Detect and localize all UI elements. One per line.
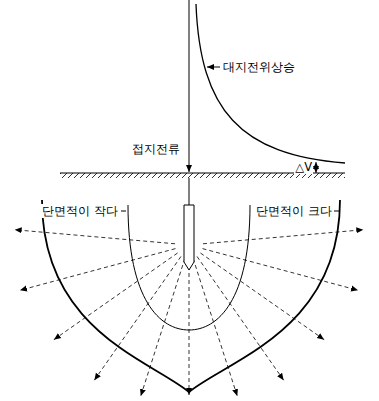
small-section-label: 단면적이 작다 bbox=[41, 204, 119, 218]
large-section-curve bbox=[42, 200, 340, 392]
current-ray bbox=[20, 249, 176, 291]
small-section-curve bbox=[128, 205, 250, 330]
potential-rise-label: 대지전위상승 bbox=[222, 60, 296, 74]
leader-line bbox=[207, 67, 220, 68]
dimension-arrow bbox=[316, 167, 317, 173]
current-arrow bbox=[189, 0, 190, 172]
current-ray bbox=[54, 253, 178, 340]
ground-electrode bbox=[184, 205, 194, 270]
current-ray bbox=[203, 230, 363, 244]
current-ray bbox=[94, 256, 181, 380]
leader-line bbox=[334, 211, 339, 212]
current-ray bbox=[15, 230, 175, 244]
delta-v-label: △V bbox=[294, 160, 313, 174]
large-section-label: 단면적이 크다 bbox=[255, 204, 333, 218]
current-ray bbox=[200, 253, 324, 340]
current-ray bbox=[203, 249, 359, 291]
current-ray bbox=[189, 259, 190, 395]
potential-curve bbox=[196, 4, 345, 163]
current-ray bbox=[197, 256, 284, 380]
lead-wire bbox=[189, 178, 190, 205]
leader-line bbox=[121, 211, 126, 212]
current-label: 접지전류 bbox=[131, 142, 181, 156]
